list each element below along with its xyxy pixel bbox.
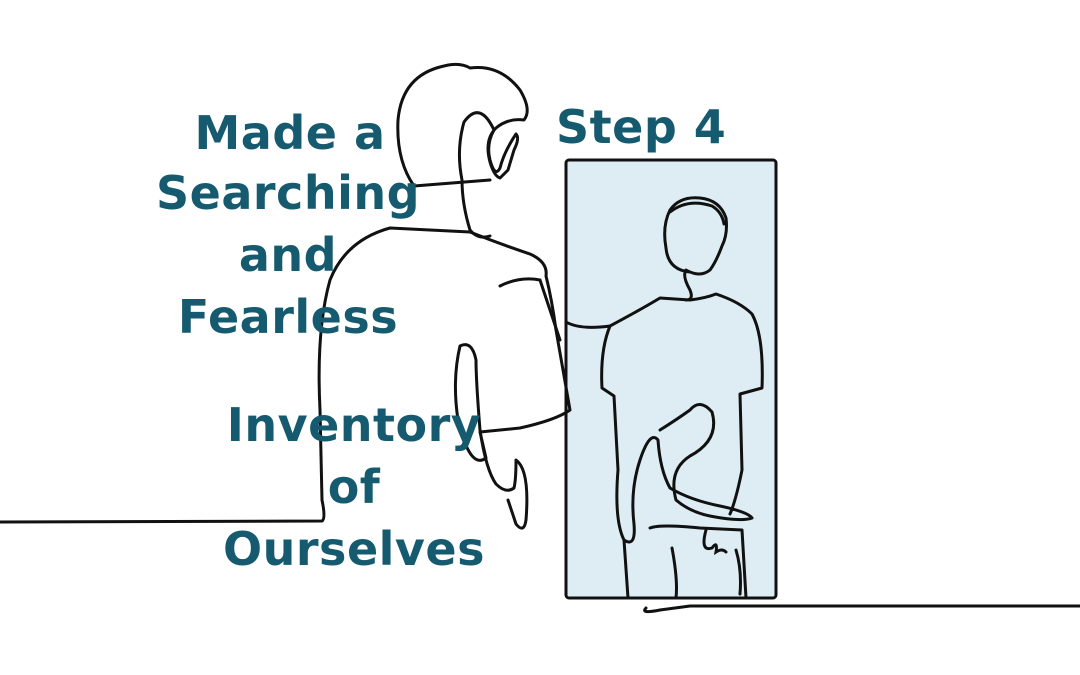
title-line-2: Searching bbox=[155, 166, 421, 220]
title-line-3: and bbox=[238, 228, 338, 282]
reflection-hair bbox=[668, 201, 726, 226]
man-head-base bbox=[412, 178, 492, 188]
title-line-1: Made a bbox=[194, 106, 386, 160]
reflection-hand-scribble bbox=[702, 528, 728, 556]
man-body-outline bbox=[317, 226, 572, 530]
floor-line-right bbox=[643, 604, 1080, 614]
man-head-outline bbox=[396, 62, 529, 239]
title-line-7: Ourselves bbox=[223, 522, 485, 576]
reflection-head-outline bbox=[663, 196, 728, 302]
mirror-glass bbox=[564, 158, 778, 600]
title-line-4: Fearless bbox=[177, 290, 399, 344]
title-line-6: of bbox=[327, 460, 381, 514]
title-line-5: Inventory bbox=[226, 398, 482, 452]
man-arm bbox=[498, 277, 562, 342]
reflection-legs bbox=[622, 524, 748, 600]
floor-line-left bbox=[0, 498, 326, 524]
step-number-label: Step 4 bbox=[556, 100, 727, 154]
